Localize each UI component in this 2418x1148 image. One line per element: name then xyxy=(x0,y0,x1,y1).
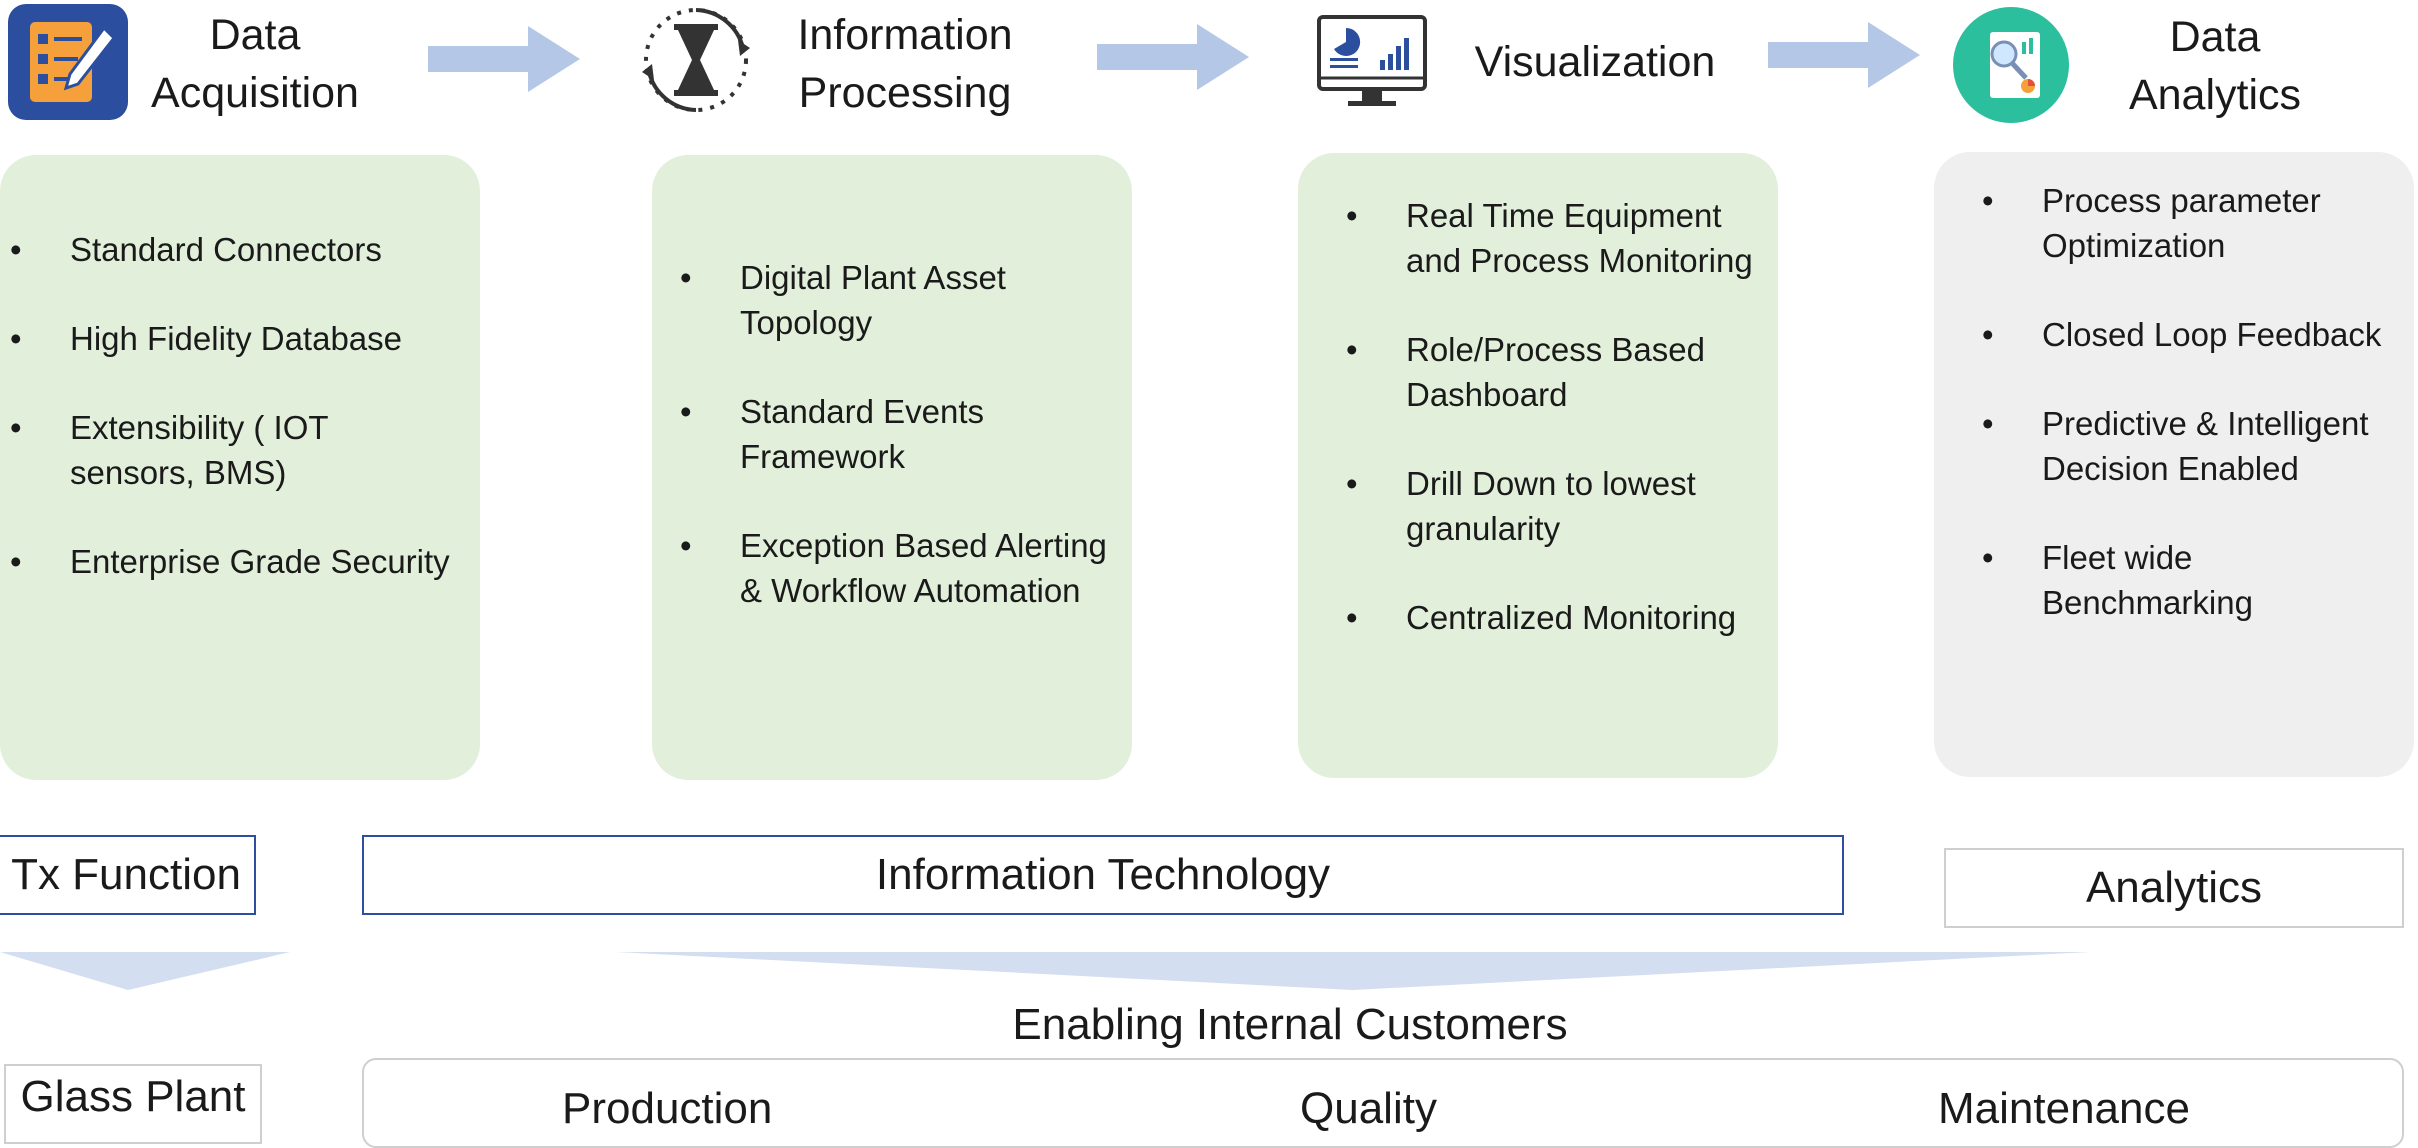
list-item: Predictive & Intelligent Decision Enable… xyxy=(1982,401,2408,491)
hourglass-cycle-icon xyxy=(638,0,754,120)
stage-title-line: Information xyxy=(797,11,1013,59)
customer-quality: Quality xyxy=(1300,1084,1437,1133)
bullet-list: Process parameter Optimization Closed Lo… xyxy=(1982,178,2408,625)
stage-title-data-analytics: Data Analytics xyxy=(2090,8,2340,124)
list-item: Real Time Equipment and Process Monitori… xyxy=(1346,193,1770,283)
list-item: Role/Process Based Dashboard xyxy=(1346,327,1770,417)
document-edit-icon xyxy=(8,4,128,120)
down-chevron-center xyxy=(616,952,2090,990)
report-analysis-icon xyxy=(1952,6,2070,124)
information-technology-box: Information Technology xyxy=(362,835,1844,915)
stage-title-data-acquisition: Data Acquisition xyxy=(130,6,380,122)
list-item: Centralized Monitoring xyxy=(1346,595,1770,640)
tx-function-box: Tx Function xyxy=(0,835,256,915)
stage-title-information-processing: Information Processing xyxy=(760,6,1050,122)
stage-card-data-analytics: Process parameter Optimization Closed Lo… xyxy=(1934,152,2414,777)
customer-maintenance: Maintenance xyxy=(1938,1084,2190,1133)
list-item: Drill Down to lowest granularity xyxy=(1346,461,1770,551)
monitor-dashboard-icon xyxy=(1316,14,1428,112)
stage-card-visualization: Real Time Equipment and Process Monitori… xyxy=(1298,153,1778,778)
glass-plant-box: Glass Plant xyxy=(4,1064,262,1144)
stage-title-line: Data xyxy=(2169,13,2261,61)
stage-title-line: Analytics xyxy=(2128,71,2302,119)
list-item: Enterprise Grade Security xyxy=(10,539,460,584)
list-item: Process parameter Optimization xyxy=(1982,178,2408,268)
stage-card-data-acquisition: Standard Connectors High Fidelity Databa… xyxy=(0,155,480,780)
list-item: Closed Loop Feedback xyxy=(1982,312,2408,357)
list-item: Extensibility ( IOT sensors, BMS) xyxy=(10,405,460,495)
stage-title-visualization: Visualization xyxy=(1450,33,1740,91)
stage-title-line: Data xyxy=(209,11,301,59)
list-item: Standard Events Framework xyxy=(680,389,1124,479)
internal-customers-box: Production Quality Maintenance xyxy=(362,1058,2404,1148)
list-item: Digital Plant Asset Topology xyxy=(680,255,1124,345)
bullet-list: Real Time Equipment and Process Monitori… xyxy=(1346,193,1770,640)
analytics-box: Analytics xyxy=(1944,848,2404,928)
flow-arrow xyxy=(1097,24,1249,90)
list-item: Exception Based Alerting & Workflow Auto… xyxy=(680,523,1124,613)
stage-card-information-processing: Digital Plant Asset Topology Standard Ev… xyxy=(652,155,1132,780)
flow-arrow xyxy=(1768,22,1920,88)
customer-production: Production xyxy=(562,1084,773,1133)
enabling-label: Enabling Internal Customers xyxy=(1012,1000,1568,1049)
bullet-list: Standard Connectors High Fidelity Databa… xyxy=(10,227,460,584)
list-item: High Fidelity Database xyxy=(10,316,460,361)
stage-title-line: Acquisition xyxy=(151,69,359,117)
bullet-list: Digital Plant Asset Topology Standard Ev… xyxy=(680,255,1124,613)
down-chevron-left xyxy=(0,952,290,990)
stage-title-line: Processing xyxy=(798,69,1012,117)
flow-arrow xyxy=(428,26,580,92)
stage-title-line: Visualization xyxy=(1474,38,1716,86)
list-item: Fleet wide Benchmarking xyxy=(1982,535,2408,625)
list-item: Standard Connectors xyxy=(10,227,460,272)
